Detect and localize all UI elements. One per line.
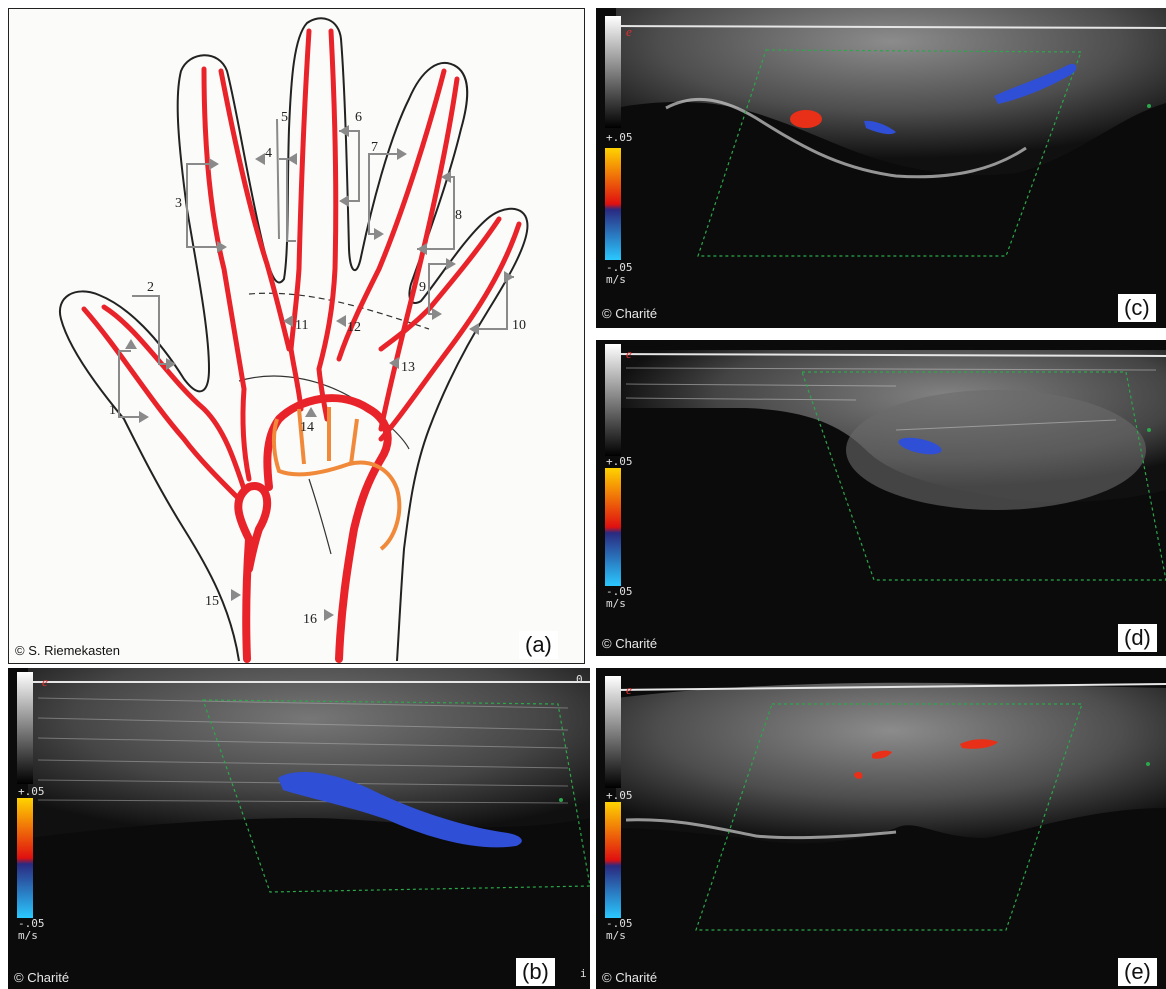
site-number-10: 10 [512,318,526,333]
edge-glyph-b-bottom: i [580,968,587,980]
focus-marker [1147,104,1151,108]
ultrasound-panel-b: e 0 +.05 -.05 m/s © Charité i (b) [8,668,590,989]
grayscale-bar [17,672,33,784]
edge-glyph-b-top: 0 [576,674,583,686]
hand-illustration-panel: 1 2 3 4 5 6 7 8 9 10 11 12 13 14 15 16 ©… [8,8,585,664]
site-number-15: 15 [205,594,219,609]
site-number-1: 1 [109,403,116,418]
panel-a-copyright: © S. Riemekasten [15,643,120,658]
scale-unit-b: m/s [18,930,38,942]
site-number-6: 6 [355,110,362,125]
site-number-11: 11 [295,318,308,333]
ultrasound-image-d [596,340,1166,656]
site-number-9: 9 [419,280,426,295]
measurement-brackets [119,119,514,417]
panel-c-copyright: © Charité [602,306,657,321]
scale-top-c: +.05 [606,132,633,144]
ultrasound-panel-c: e +.05 -.05 m/s © Charité (c) [596,8,1166,328]
panel-e-copyright: © Charité [602,970,657,985]
ultrasound-image-b [8,668,590,989]
hand-drawing: 1 2 3 4 5 6 7 8 9 10 11 12 13 14 15 16 [9,9,584,663]
site-number-12: 12 [347,320,361,335]
probe-marker-d: e [626,346,632,362]
scale-unit-c: m/s [606,274,626,286]
site-number-7: 7 [371,140,378,155]
focus-marker [1146,762,1150,766]
probe-marker-e: e [626,682,632,698]
tissue-layer [28,668,590,838]
probe-marker-b: e [42,674,48,690]
site-number-14: 14 [300,420,314,435]
tendon-region [846,390,1146,510]
scale-unit-d: m/s [606,598,626,610]
ultrasound-panel-e: e +.05 -.05 m/s © Charité (e) [596,668,1166,989]
doppler-scale-bar [17,798,33,918]
doppler-scale-bar [605,148,621,260]
scale-top-e: +.05 [606,790,633,802]
focus-marker [1147,428,1151,432]
doppler-scale-bar [605,468,621,586]
panel-b-copyright: © Charité [14,970,69,985]
grayscale-bar [605,344,621,456]
site-number-5: 5 [281,110,288,125]
ultrasound-image-c [596,8,1166,328]
grayscale-bar [605,16,621,128]
site-number-2: 2 [147,280,154,295]
site-number-4: 4 [265,146,272,161]
panel-b-label: (b) [516,958,555,986]
panel-e-label: (e) [1118,958,1157,986]
panel-a-label: (a) [519,631,558,659]
panel-c-label: (c) [1118,294,1156,322]
palm-crease [309,479,331,554]
scale-top-d: +.05 [606,456,633,468]
site-number-16: 16 [303,612,317,627]
scale-top-b: +.05 [18,786,45,798]
site-number-13: 13 [401,360,415,375]
panel-d-label: (d) [1118,624,1157,652]
site-number-3: 3 [175,196,182,211]
doppler-scale-bar [605,802,621,918]
probe-marker-c: e [626,24,632,40]
panel-d-copyright: © Charité [602,636,657,651]
doppler-flow-red [790,110,822,128]
scale-unit-e: m/s [606,930,626,942]
site-number-8: 8 [455,208,462,223]
focus-marker [559,798,563,802]
ultrasound-panel-d: e +.05 -.05 m/s © Charité (d) [596,340,1166,656]
grayscale-bar [605,676,621,788]
ultrasound-image-e [596,668,1166,989]
